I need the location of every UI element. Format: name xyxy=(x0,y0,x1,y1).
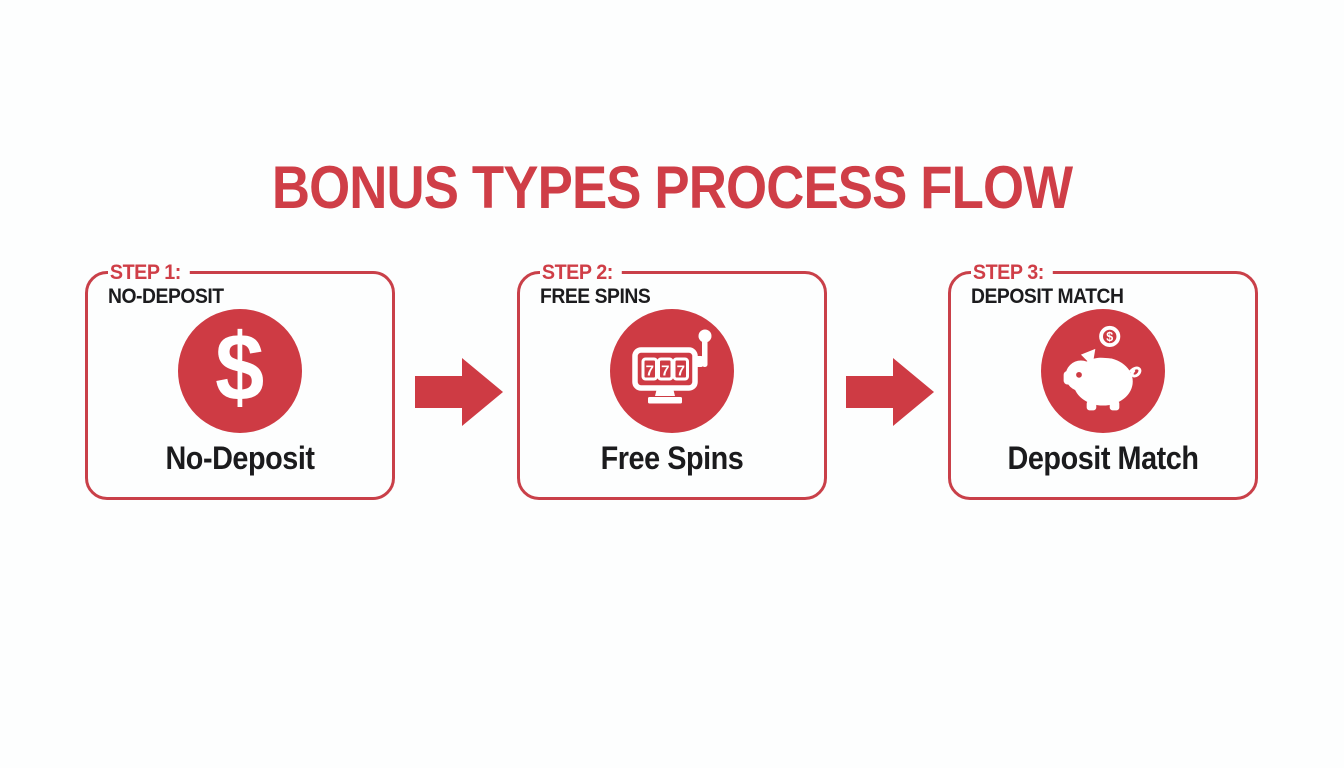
slot-machine-777-graphic: 7 7 7 xyxy=(632,329,712,404)
step-box-deposit-match: STEP 3: DEPOSIT MATCH $ xyxy=(948,260,1258,500)
flow-arrow-icon xyxy=(846,358,934,426)
step-label: STEP 1: xyxy=(108,260,191,285)
step-name: No-Deposit xyxy=(165,440,315,476)
arrow-head xyxy=(462,358,503,426)
flow-arrow-icon xyxy=(415,358,503,426)
svg-text:7: 7 xyxy=(646,363,654,380)
piggy-bank-coin-graphic: $ xyxy=(1063,325,1142,411)
step-label: STEP 3: xyxy=(971,260,1054,285)
svg-text:7: 7 xyxy=(661,363,669,380)
step-sublabel: DEPOSIT MATCH xyxy=(971,285,1124,308)
arrow-shaft xyxy=(846,376,893,408)
step-name: Deposit Match xyxy=(1007,440,1199,476)
dollar-sign-icon: $ xyxy=(178,309,302,433)
piggy-bank-icon: $ xyxy=(1041,309,1165,433)
step-label: STEP 2: xyxy=(540,260,623,285)
slot-machine-icon: 7 7 7 xyxy=(610,309,734,433)
svg-text:$: $ xyxy=(1106,330,1113,344)
step-sublabel: FREE SPINS xyxy=(540,285,651,308)
step-sublabel: NO-DEPOSIT xyxy=(108,285,224,308)
arrow-shaft xyxy=(415,376,462,408)
step-name: Free Spins xyxy=(600,440,744,476)
page-title: BONUS TYPES PROCESS FLOW xyxy=(271,154,1073,221)
svg-text:7: 7 xyxy=(677,363,685,380)
step-box-no-deposit: STEP 1: NO-DEPOSIT $ No-Deposit xyxy=(85,260,395,500)
dollar-symbol: $ xyxy=(215,314,265,421)
arrow-head xyxy=(893,358,934,426)
step-box-free-spins: STEP 2: FREE SPINS 7 7 7 Fr xyxy=(517,260,827,500)
